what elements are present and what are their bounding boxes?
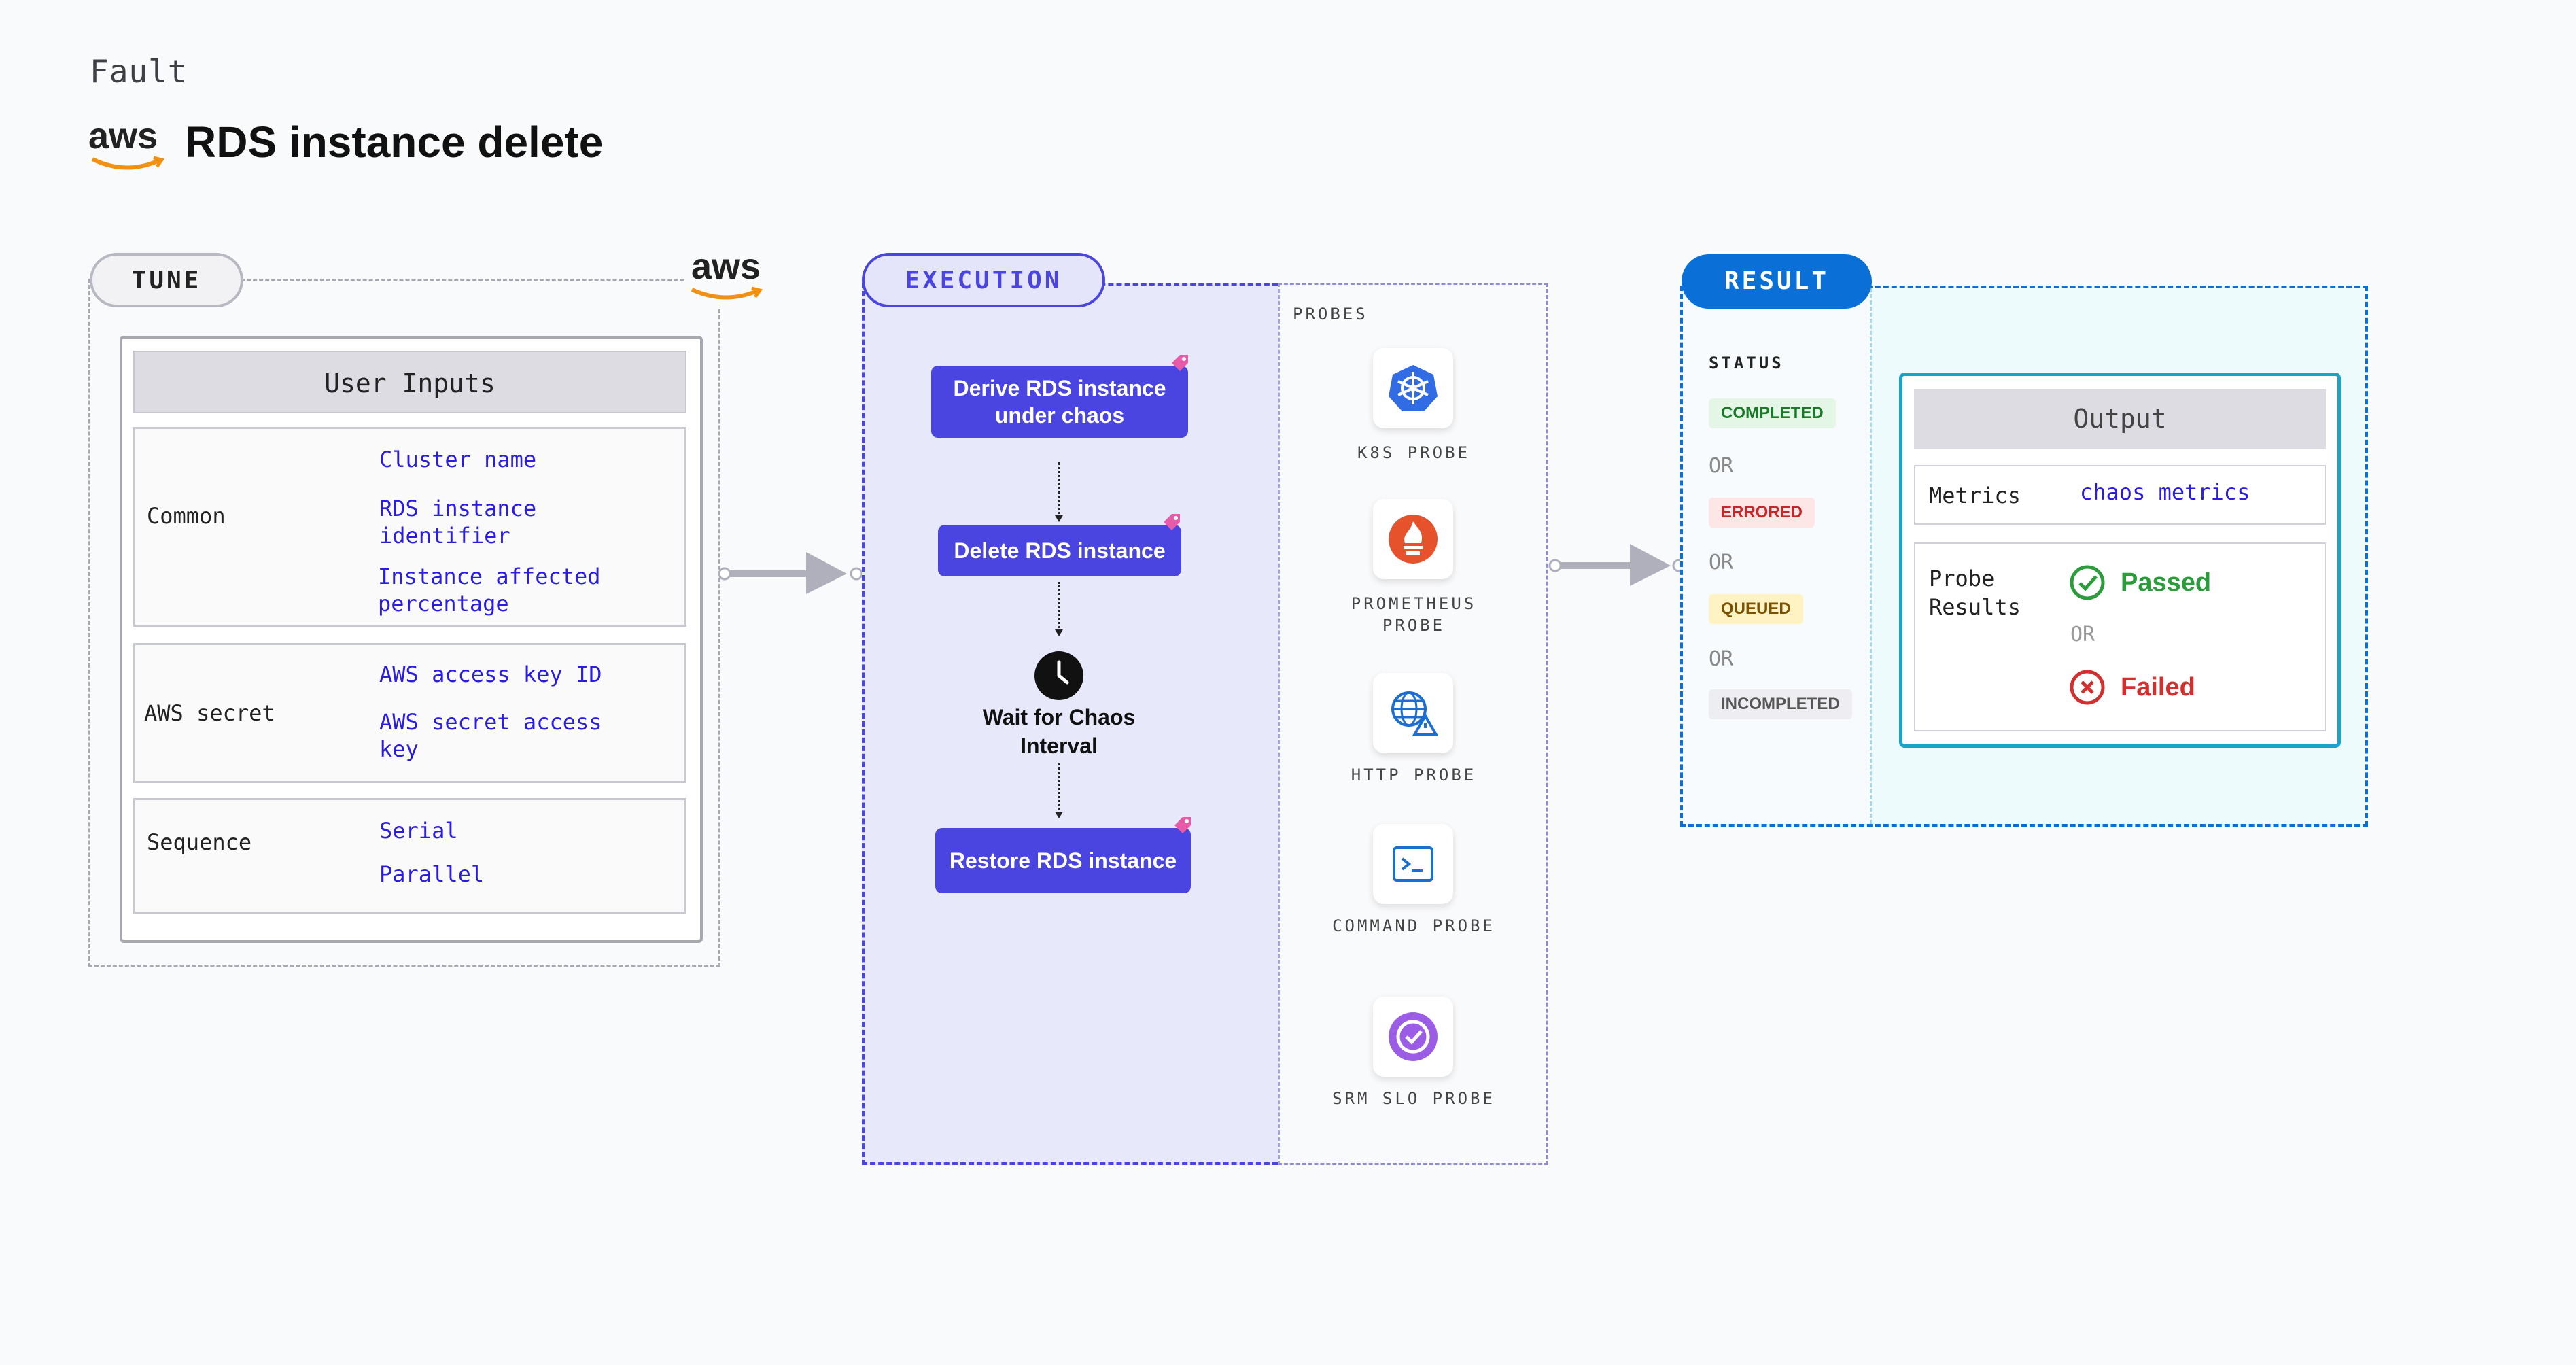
status-badge-incompleted: INCOMPLETED bbox=[1709, 689, 1852, 719]
aws-smile-icon bbox=[91, 156, 165, 170]
terminal-icon bbox=[1393, 846, 1433, 882]
failed-label: Failed bbox=[2121, 673, 2195, 702]
arrow-down-icon bbox=[1055, 812, 1063, 818]
srm-slo-probe-tile[interactable] bbox=[1373, 997, 1453, 1077]
probe-results-row bbox=[1914, 542, 2326, 731]
tune-aws-logo-text: aws bbox=[691, 246, 761, 287]
probe-results-label: Probe Results bbox=[1929, 566, 2021, 620]
passed-label: Passed bbox=[2121, 568, 2212, 597]
or-text: OR bbox=[2070, 623, 2095, 646]
or-text: OR bbox=[1709, 454, 1734, 478]
input-rds-instance-identifier[interactable]: RDS instance identifier bbox=[379, 496, 537, 549]
kubernetes-icon bbox=[1389, 365, 1438, 411]
input-instance-affected-percentage[interactable]: Instance affected percentage bbox=[378, 564, 601, 617]
probe-label-k8s: K8S PROBE bbox=[1357, 443, 1471, 462]
fault-label: Fault bbox=[90, 53, 188, 90]
probe-label-srm-slo: SRM SLO PROBE bbox=[1332, 1089, 1495, 1108]
globe-icon bbox=[1391, 691, 1439, 736]
arrow-tune-to-execution bbox=[718, 552, 863, 594]
prometheus-probe-tile[interactable] bbox=[1373, 499, 1453, 579]
check-circle-icon bbox=[2070, 565, 2105, 600]
aws-logo-text: aws bbox=[88, 116, 158, 156]
input-cluster-name[interactable]: Cluster name bbox=[379, 447, 537, 472]
input-aws-secret-access-key[interactable]: AWS secret access key bbox=[379, 709, 602, 762]
metrics-row bbox=[1914, 465, 2326, 525]
connector bbox=[1058, 763, 1060, 814]
or-text: OR bbox=[1709, 551, 1734, 574]
chaos-tag-icon bbox=[1164, 514, 1180, 530]
input-sequence-serial[interactable]: Serial bbox=[379, 818, 458, 844]
status-column bbox=[1683, 288, 1872, 824]
step-delete-rds-instance[interactable]: Delete RDS instance bbox=[938, 525, 1181, 576]
arrow-down-icon bbox=[1055, 629, 1063, 636]
tune-panel bbox=[88, 279, 720, 967]
step-derive-rds-instance[interactable]: Derive RDS instance under chaos bbox=[931, 366, 1188, 438]
probe-label-command: COMMAND PROBE bbox=[1332, 916, 1495, 935]
command-probe-tile[interactable] bbox=[1373, 824, 1453, 904]
step-wait-for-chaos-interval: Wait for Chaos Interval bbox=[982, 705, 1136, 758]
aws-smile-icon bbox=[691, 286, 763, 300]
probe-label-http: HTTP PROBE bbox=[1351, 765, 1477, 784]
tune-pill: TUNE bbox=[90, 253, 243, 307]
status-badge-queued: QUEUED bbox=[1709, 594, 1803, 624]
input-aws-access-key-id[interactable]: AWS access key ID bbox=[379, 661, 602, 687]
chaos-tag-icon bbox=[1172, 355, 1188, 371]
connector bbox=[1058, 582, 1060, 632]
input-group-sequence bbox=[133, 798, 686, 914]
status-badge-errored: ERRORED bbox=[1709, 498, 1815, 528]
chaos-tag-icon bbox=[1174, 817, 1191, 833]
or-text: OR bbox=[1709, 647, 1734, 671]
input-group-label: AWS secret bbox=[144, 700, 275, 726]
k8s-probe-tile[interactable] bbox=[1373, 348, 1453, 428]
probe-label-prometheus: PROMETHEUS PROBE bbox=[1351, 594, 1477, 635]
http-probe-tile[interactable] bbox=[1373, 673, 1453, 753]
aws-logo: aws bbox=[88, 117, 170, 178]
metrics-value[interactable]: chaos metrics bbox=[2080, 479, 2250, 505]
input-group-label: Sequence bbox=[147, 829, 252, 855]
x-circle-icon bbox=[2070, 670, 2105, 705]
step-restore-rds-instance[interactable]: Restore RDS instance bbox=[935, 828, 1191, 893]
input-group-label: Common bbox=[147, 503, 226, 529]
input-sequence-parallel[interactable]: Parallel bbox=[379, 861, 485, 887]
srm-slo-icon bbox=[1389, 1012, 1438, 1061]
execution-pill: EXECUTION bbox=[862, 253, 1105, 307]
input-group-aws-secret bbox=[133, 643, 686, 783]
arrow-down-icon bbox=[1055, 515, 1063, 522]
output-title: Output bbox=[1914, 389, 2326, 449]
metrics-label: Metrics bbox=[1929, 483, 2021, 508]
page-title: RDS instance delete bbox=[185, 118, 604, 167]
user-inputs-title: User Inputs bbox=[133, 351, 686, 413]
tune-aws-logo: aws bbox=[685, 247, 767, 309]
arrow-execution-to-result bbox=[1548, 544, 1686, 586]
status-title: STATUS bbox=[1709, 353, 1784, 373]
input-group-common bbox=[133, 427, 686, 627]
status-badge-completed: COMPLETED bbox=[1709, 398, 1836, 428]
clock-icon bbox=[1034, 651, 1083, 700]
result-pill: RESULT bbox=[1682, 254, 1872, 309]
probes-title: PROBES bbox=[1293, 305, 1368, 324]
prometheus-icon bbox=[1389, 515, 1438, 564]
connector bbox=[1058, 462, 1060, 519]
